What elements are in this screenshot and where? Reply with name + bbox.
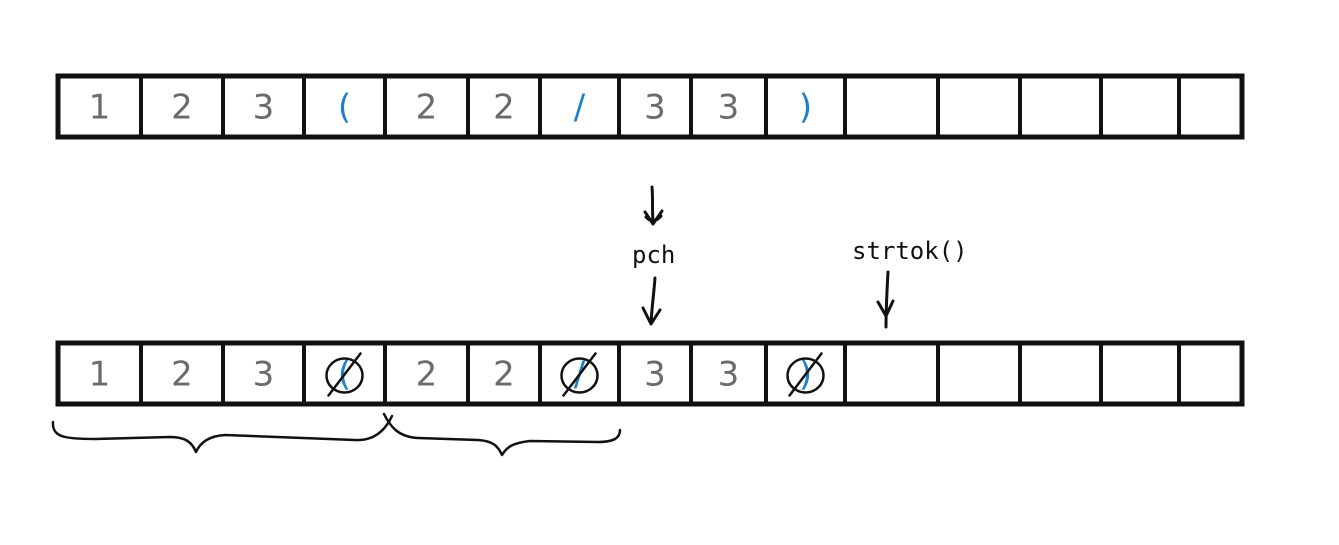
- bottom_row-cell-3: (: [325, 352, 364, 397]
- bottom_row-cell-6: /: [560, 352, 599, 397]
- cell-char: 3: [644, 355, 666, 395]
- cell-char: (: [338, 88, 351, 128]
- null-terminator-circle-icon: [786, 357, 825, 394]
- bottom_row-cell-4: 2: [416, 355, 438, 395]
- bottom_row-cell-0: 1: [89, 355, 111, 395]
- strtok-pointer: [876, 270, 895, 329]
- cell-char: 3: [253, 355, 275, 395]
- cell-char: 3: [644, 88, 666, 128]
- top_row-cell-9: ): [799, 88, 812, 128]
- strtok-label: strtok(): [852, 237, 968, 265]
- bottom_row-frame: [55, 340, 1245, 407]
- cell-char: 2: [416, 355, 438, 395]
- second-token-brace: [382, 412, 622, 457]
- cell-char: 3: [253, 88, 275, 128]
- pch-lower-arrow-icon: [641, 276, 662, 326]
- top_row-cell-0: 1: [89, 88, 111, 128]
- first-token-brace: [51, 414, 394, 454]
- top_row-cell-7: 3: [644, 88, 666, 128]
- bottom_row-cell-5: 2: [493, 355, 515, 395]
- top_row-frame: [55, 73, 1245, 140]
- cell-char: 2: [416, 88, 438, 128]
- cell-char: 3: [718, 88, 740, 128]
- top_row-cell-2: 3: [253, 88, 275, 128]
- bottom_row-cell-2: 3: [253, 355, 275, 395]
- cell-char: 2: [171, 88, 193, 128]
- strtok-arrow-icon: [876, 270, 895, 329]
- null-terminator-circle-icon: [325, 357, 364, 394]
- null-terminator-slash-icon: [327, 352, 362, 397]
- top_row-cell-4: 2: [416, 88, 438, 128]
- cell-char: 2: [171, 355, 193, 395]
- bottom-string-array: 1 2 3 (2 2 / 3 3): [55, 340, 1245, 407]
- cell-char: /: [574, 88, 586, 128]
- top_row-cell-3: (: [338, 88, 351, 128]
- null-terminator-slash-icon: [788, 352, 823, 397]
- pch-upper-arrow-icon: [643, 185, 664, 226]
- top_row-cell-6: /: [574, 88, 586, 128]
- cell-char: 2: [493, 88, 515, 128]
- bottom_row-cell-9: ): [786, 352, 825, 397]
- top_row-cell-5: 2: [493, 88, 515, 128]
- top_row-cell-1: 2: [171, 88, 193, 128]
- bottom_row-cell-1: 2: [171, 355, 193, 395]
- null-terminator-circle-icon: [560, 357, 599, 394]
- cell-char: 2: [493, 355, 515, 395]
- cell-char: ): [799, 88, 812, 128]
- cell-char: 3: [718, 355, 740, 395]
- top_row-cell-8: 3: [718, 88, 740, 128]
- cell-char: 1: [89, 355, 111, 395]
- token-braces: [51, 412, 622, 457]
- cell-char: 1: [89, 88, 111, 128]
- null-terminator-slash-icon: [562, 352, 597, 397]
- pch-label: pch: [632, 241, 675, 269]
- bottom_row-cell-7: 3: [644, 355, 666, 395]
- top-string-array: 1 2 3 (2 2 / 3 3): [55, 73, 1245, 140]
- bottom_row-cell-8: 3: [718, 355, 740, 395]
- pch-pointer: [641, 185, 664, 326]
